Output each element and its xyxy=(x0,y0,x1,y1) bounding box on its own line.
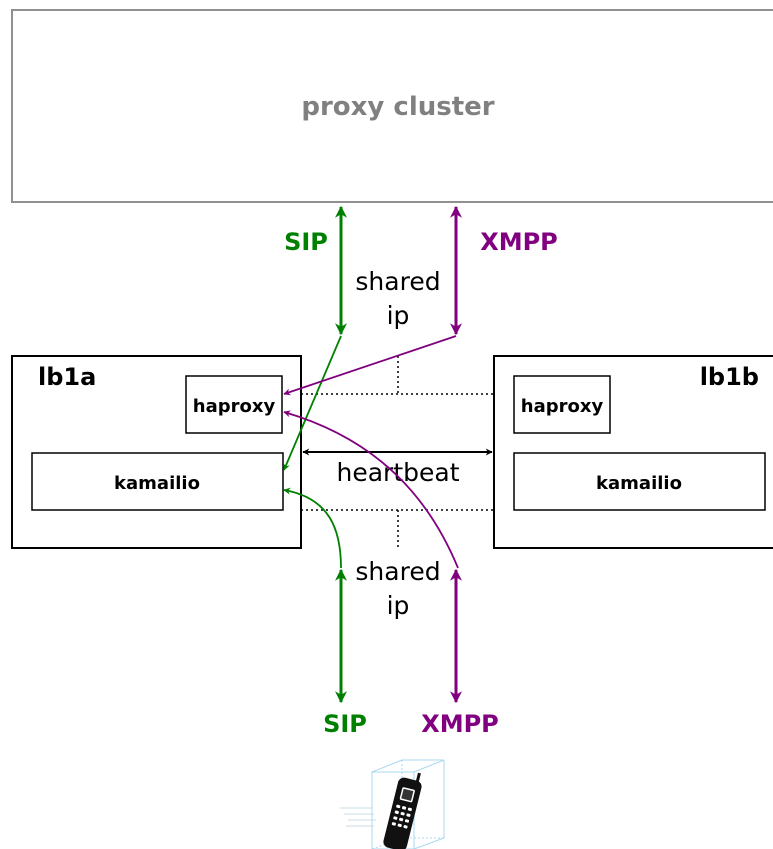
lb1a-haproxy-label: haproxy xyxy=(193,396,276,417)
bottom-sip-label: SIP xyxy=(323,710,367,738)
lb1b-kamailio-box xyxy=(513,452,766,511)
sip-route-to-kamailio-top xyxy=(283,335,342,471)
lb1a-kamailio-box xyxy=(31,452,284,511)
proxy-cluster-box xyxy=(11,9,773,203)
top-shared-ip-line2: ip xyxy=(387,301,410,330)
top-xmpp-label: XMPP xyxy=(480,228,558,256)
top-sip-label: SIP xyxy=(284,228,328,256)
proxy-cluster-label: proxy cluster xyxy=(301,92,494,122)
bottom-shared-ip-line2: ip xyxy=(387,591,410,620)
lb1b-haproxy-box xyxy=(513,375,611,434)
lb1b-kamailio-label: kamailio xyxy=(596,473,682,494)
lb1b-box xyxy=(493,355,773,549)
lb1a-kamailio-label: kamailio xyxy=(114,473,200,494)
lb1b-haproxy-label: haproxy xyxy=(521,396,604,417)
lb1a-haproxy-box xyxy=(185,375,283,434)
sip-route-to-kamailio-bottom xyxy=(283,487,342,569)
mobile-phone-icon xyxy=(340,759,445,849)
xmpp-route-to-haproxy-bottom xyxy=(283,410,459,569)
lb1b-title: lb1b xyxy=(700,363,759,391)
heartbeat-label: heartbeat xyxy=(337,458,460,487)
top-shared-ip-line1: shared xyxy=(355,267,440,296)
lb1a-title: lb1a xyxy=(38,363,96,391)
xmpp-route-to-haproxy-top xyxy=(283,335,457,396)
bottom-xmpp-label: XMPP xyxy=(421,710,499,738)
bottom-shared-ip-line1: shared xyxy=(355,557,440,586)
